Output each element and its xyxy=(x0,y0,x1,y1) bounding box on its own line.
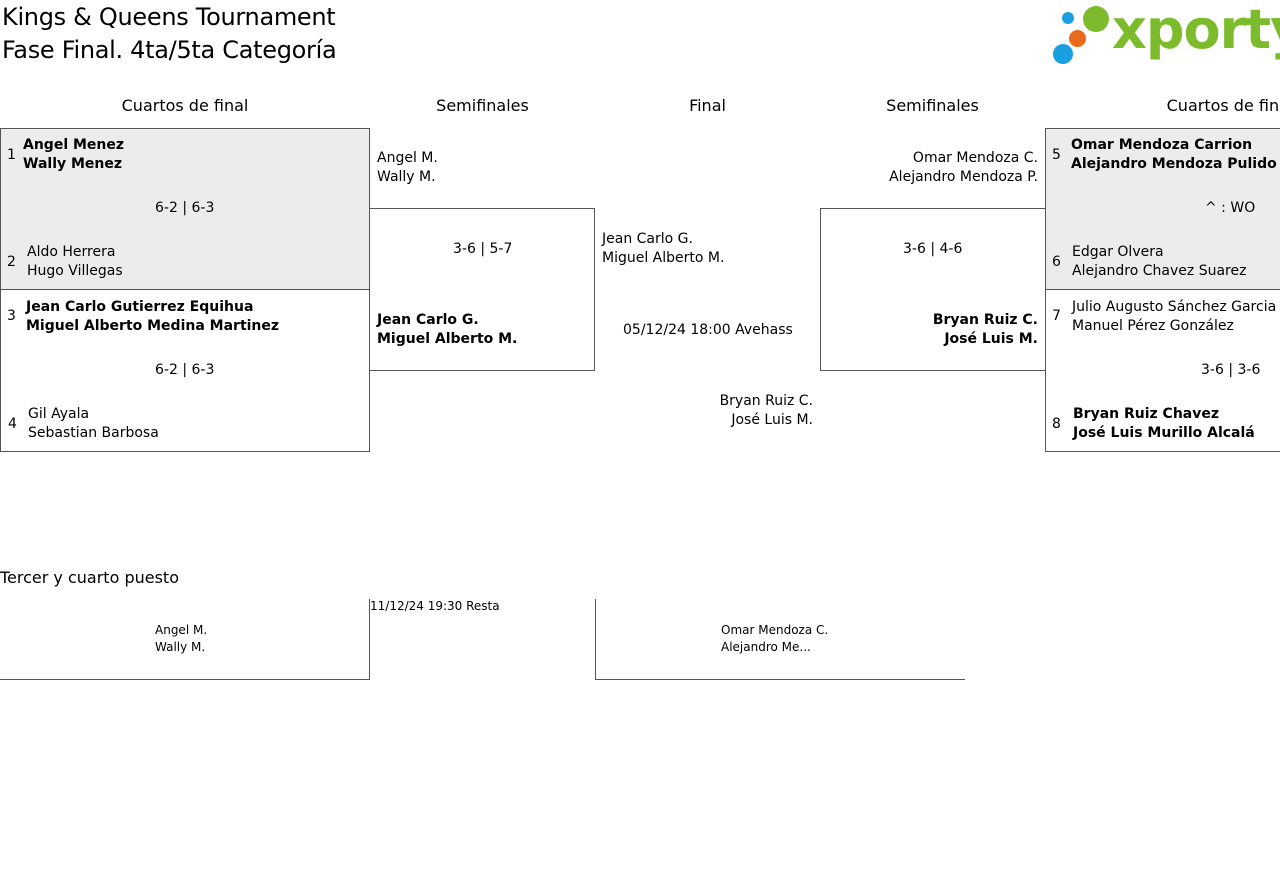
player-name: Omar Mendoza C. xyxy=(912,150,1038,166)
match-score: 3-6 | 4-6 xyxy=(903,241,963,257)
player-name: Edgar Olvera xyxy=(1072,244,1164,260)
player-name: Bryan Ruiz C. xyxy=(932,312,1038,328)
seed-number: 7 xyxy=(1052,308,1061,324)
player-name: Alejandro Mendoza Pulido xyxy=(1071,156,1277,172)
match-score: 3-6 | 5-7 xyxy=(453,241,513,257)
qf-left-match-1[interactable] xyxy=(0,128,370,290)
logo-dot-orange xyxy=(1069,30,1086,47)
page-subtitle: Fase Final. 4ta/5ta Categoría xyxy=(2,36,337,64)
qf-right-match-2[interactable] xyxy=(1045,289,1280,452)
seed-number: 8 xyxy=(1052,416,1061,432)
header-qf-right: Cuartos de final xyxy=(1166,96,1280,115)
logo-dot-blue-small xyxy=(1062,12,1074,24)
seed-number: 1 xyxy=(7,147,16,163)
page-title: Kings & Queens Tournament xyxy=(2,3,336,31)
player-name: Wally Menez xyxy=(23,156,123,172)
third-place-team-2: Omar Mendoza C. Alejandro Me... xyxy=(721,622,828,656)
sf-left-team-1: Angel M. Wally M. xyxy=(377,149,438,187)
player-name: Alejandro Chavez Suarez xyxy=(1072,263,1247,279)
player-name: Gil Ayala xyxy=(28,406,90,422)
team-2-names: Bryan Ruiz Chavez José Luis Murillo Alca… xyxy=(1073,405,1255,443)
logo-dot-green xyxy=(1083,6,1109,32)
player-name: José Luis M. xyxy=(944,331,1038,347)
match-score: 6-2 | 6-3 xyxy=(155,362,215,378)
seed-number: 5 xyxy=(1052,147,1061,163)
player-name: Angel M. xyxy=(155,623,208,637)
player-name: Jean Carlo Gutierrez Equihua xyxy=(26,299,254,315)
player-name: Jean Carlo G. xyxy=(377,312,479,328)
seed-number: 2 xyxy=(7,254,16,270)
team-1-names: Jean Carlo Gutierrez Equihua Miguel Albe… xyxy=(26,298,279,336)
player-name: Hugo Villegas xyxy=(27,263,123,279)
third-place-line-right xyxy=(595,679,965,680)
player-name: Sebastian Barbosa xyxy=(28,425,159,441)
player-name: Bryan Ruiz Chavez xyxy=(1073,406,1220,422)
match-score: 6-2 | 6-3 xyxy=(155,200,215,216)
team-1-names: Julio Augusto Sánchez Garcia Manuel Pére… xyxy=(1072,298,1276,336)
match-score: 3-6 | 3-6 xyxy=(1201,362,1261,378)
player-name: Miguel Alberto Medina Martinez xyxy=(26,318,280,334)
seed-number: 4 xyxy=(8,416,17,432)
third-place-team-1: Angel M. Wally M. xyxy=(155,622,207,656)
player-name: Miguel Alberto M. xyxy=(602,250,725,266)
player-name: Julio Augusto Sánchez Garcia xyxy=(1072,299,1277,315)
third-place-vline-left xyxy=(369,599,370,680)
player-name: Omar Mendoza C. xyxy=(721,623,829,637)
header-sf-left: Semifinales xyxy=(436,96,529,115)
team-2-names: Aldo Herrera Hugo Villegas xyxy=(27,243,123,281)
header-qf-left: Cuartos de final xyxy=(121,96,249,115)
player-name: Miguel Alberto M. xyxy=(377,331,518,347)
logo-dot-blue xyxy=(1053,44,1073,64)
sf-right-match[interactable] xyxy=(820,208,1046,371)
third-place-line-left xyxy=(0,679,370,680)
player-name: Alejandro Mendoza P. xyxy=(889,169,1038,185)
player-name: Aldo Herrera xyxy=(27,244,116,260)
team-2-names: Edgar Olvera Alejandro Chavez Suarez xyxy=(1072,243,1246,281)
team-1-names: Angel Menez Wally Menez xyxy=(23,136,124,174)
player-name: Angel Menez xyxy=(23,137,125,153)
sf-left-match[interactable] xyxy=(369,208,595,371)
seed-number: 3 xyxy=(7,308,16,324)
sf-right-team-2: Bryan Ruiz C. José Luis M. xyxy=(850,311,1038,349)
third-place-vline-right xyxy=(595,599,596,680)
player-name: Bryan Ruiz C. xyxy=(719,393,813,409)
player-name: Alejandro Me... xyxy=(721,640,811,654)
third-place-info: 11/12/24 19:30 Resta xyxy=(370,599,500,613)
sf-right-team-1: Omar Mendoza C. Alejandro Mendoza P. xyxy=(850,149,1038,187)
player-name: Omar Mendoza Carrion xyxy=(1071,137,1253,153)
third-place-title: Tercer y cuarto puesto xyxy=(0,568,179,587)
final-team-2: Bryan Ruiz C. José Luis M. xyxy=(700,392,813,430)
xporty-logo: xporty xyxy=(1050,0,1280,68)
final-team-1: Jean Carlo G. Miguel Alberto M. xyxy=(602,230,724,268)
player-name: Manuel Pérez González xyxy=(1072,318,1234,334)
match-score: ^ : WO xyxy=(1205,200,1256,216)
header-sf-right: Semifinales xyxy=(886,96,979,115)
player-name: Jean Carlo G. xyxy=(602,231,693,247)
team-1-names: Omar Mendoza Carrion Alejandro Mendoza P… xyxy=(1071,136,1277,174)
header-final: Final xyxy=(689,96,726,115)
player-name: Wally M. xyxy=(377,169,436,185)
player-name: José Luis M. xyxy=(731,412,813,428)
final-info: 05/12/24 18:00 Avehass xyxy=(623,322,793,338)
logo-text: xporty xyxy=(1112,0,1280,61)
sf-left-team-2: Jean Carlo G. Miguel Alberto M. xyxy=(377,311,517,349)
player-name: Angel M. xyxy=(377,150,438,166)
player-name: Wally M. xyxy=(155,640,206,654)
player-name: José Luis Murillo Alcalá xyxy=(1073,425,1255,441)
team-2-names: Gil Ayala Sebastian Barbosa xyxy=(28,405,159,443)
seed-number: 6 xyxy=(1052,254,1061,270)
